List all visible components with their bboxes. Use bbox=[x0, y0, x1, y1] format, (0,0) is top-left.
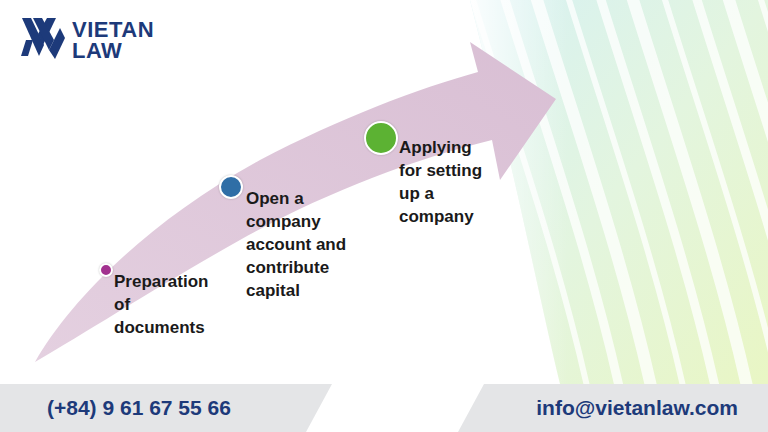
step-label: Preparation of documents bbox=[114, 270, 222, 339]
curved-arrow bbox=[35, 42, 556, 362]
step-dot bbox=[219, 175, 243, 199]
footer-band bbox=[458, 384, 768, 432]
step-dot bbox=[99, 263, 113, 277]
logo-mark bbox=[21, 18, 65, 59]
email-address: info@vietanlaw.com bbox=[536, 396, 738, 420]
leaf-decoration bbox=[460, 0, 768, 400]
logo-text: LAW bbox=[72, 38, 122, 64]
step-label: Open a company account and contribute ca… bbox=[246, 187, 350, 302]
phone-number: (+84) 9 61 67 55 66 bbox=[47, 396, 231, 420]
step-dot bbox=[364, 121, 398, 155]
step-label: Applying for setting up a company bbox=[399, 136, 497, 228]
footer-band bbox=[0, 384, 332, 432]
